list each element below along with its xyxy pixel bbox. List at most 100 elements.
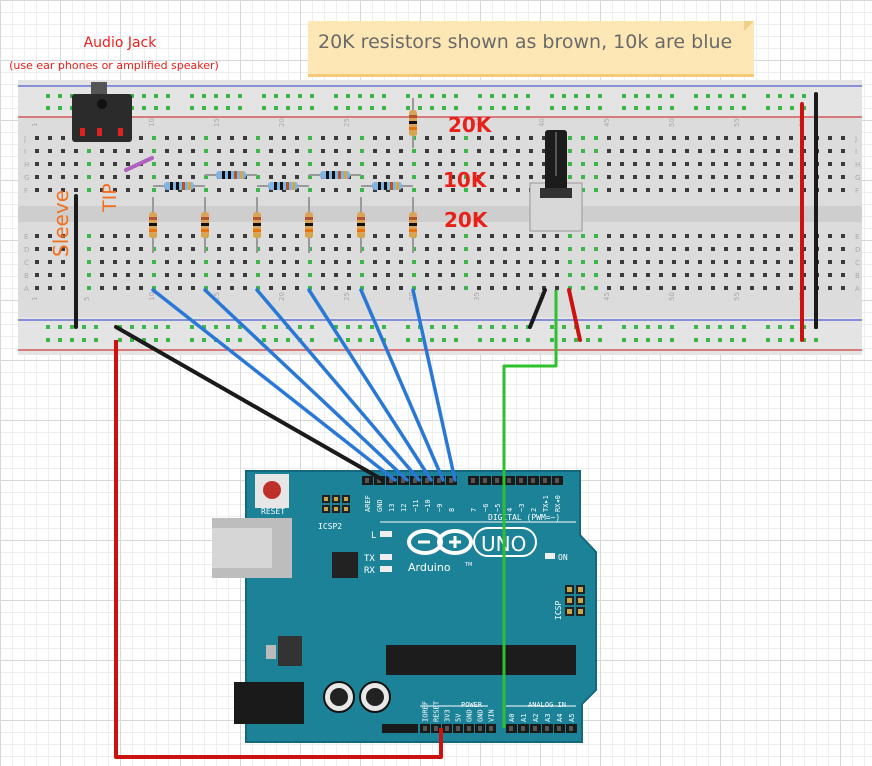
pin-label: A2 bbox=[532, 714, 540, 722]
breadboard-hole bbox=[763, 136, 767, 140]
breadboard-hole bbox=[217, 162, 221, 166]
rail-hole bbox=[286, 94, 290, 98]
breadboard-hole bbox=[542, 175, 546, 179]
breadboard-hole bbox=[685, 234, 689, 238]
breadboard-hole bbox=[659, 136, 663, 140]
breadboard-hole bbox=[48, 175, 52, 179]
breadboard-hole bbox=[269, 175, 273, 179]
breadboard-hole bbox=[750, 234, 754, 238]
row-letter: C bbox=[24, 259, 29, 267]
breadboard-hole bbox=[828, 247, 832, 251]
breadboard-hole bbox=[217, 247, 221, 251]
breadboard-hole bbox=[750, 162, 754, 166]
breadboard-hole bbox=[763, 273, 767, 277]
resistor-label-10k: 10K bbox=[443, 168, 488, 192]
rail-hole bbox=[130, 94, 134, 98]
breadboard-hole bbox=[61, 175, 65, 179]
rail-hole bbox=[382, 94, 386, 98]
breadboard: 1155101015152020252530303535404045455050… bbox=[18, 80, 862, 355]
breadboard-hole bbox=[412, 188, 416, 192]
rail-hole bbox=[310, 94, 314, 98]
breadboard-hole bbox=[87, 273, 91, 277]
breadboard-hole bbox=[334, 162, 338, 166]
breadboard-hole bbox=[386, 234, 390, 238]
breadboard-hole bbox=[529, 260, 533, 264]
breadboard-hole bbox=[165, 234, 169, 238]
breadboard-hole bbox=[737, 247, 741, 251]
breadboard-hole bbox=[61, 247, 65, 251]
rail-hole bbox=[406, 338, 410, 342]
breadboard-hole bbox=[646, 136, 650, 140]
resistor-label-20k-top: 20K bbox=[448, 113, 493, 137]
breadboard-hole bbox=[633, 286, 637, 290]
rail-hole bbox=[190, 106, 194, 110]
breadboard-hole bbox=[841, 286, 845, 290]
breadboard-hole bbox=[87, 188, 91, 192]
breadboard-hole bbox=[698, 175, 702, 179]
pin-label: GND bbox=[466, 709, 474, 722]
breadboard-hole bbox=[620, 234, 624, 238]
breadboard-hole bbox=[399, 286, 403, 290]
breadboard-hole bbox=[581, 260, 585, 264]
breadboard-hole bbox=[191, 234, 195, 238]
breadboard-hole bbox=[620, 162, 624, 166]
breadboard-hole bbox=[776, 188, 780, 192]
rail-hole bbox=[58, 106, 62, 110]
rail-hole bbox=[202, 325, 206, 329]
breadboard-hole bbox=[828, 188, 832, 192]
rail-hole bbox=[202, 106, 206, 110]
breadboard-hole bbox=[490, 188, 494, 192]
resistor-ladder bbox=[149, 98, 417, 253]
breadboard-hole bbox=[243, 136, 247, 140]
breadboard-hole bbox=[620, 260, 624, 264]
breadboard-hole bbox=[516, 273, 520, 277]
breadboard-hole bbox=[659, 149, 663, 153]
breadboard-hole bbox=[646, 188, 650, 192]
breadboard-hole bbox=[841, 273, 845, 277]
breadboard-hole bbox=[48, 286, 52, 290]
breadboard-hole bbox=[152, 175, 156, 179]
breadboard-hole bbox=[633, 162, 637, 166]
rail-hole bbox=[358, 94, 362, 98]
breadboard-hole bbox=[724, 136, 728, 140]
rail-hole bbox=[742, 338, 746, 342]
breadboard-hole bbox=[529, 136, 533, 140]
breadboard-hole bbox=[646, 260, 650, 264]
pin-label: RX◂0 bbox=[554, 495, 562, 512]
breadboard-hole bbox=[178, 260, 182, 264]
breadboard-hole bbox=[503, 247, 507, 251]
rail-hole bbox=[562, 325, 566, 329]
breadboard-hole bbox=[126, 273, 130, 277]
breadboard-hole bbox=[828, 260, 832, 264]
breadboard-hole bbox=[74, 162, 78, 166]
note-text: 20K resistors shown as brown, 10k are bl… bbox=[318, 31, 733, 53]
pin-label: ~3 bbox=[518, 504, 526, 512]
breadboard-hole bbox=[35, 162, 39, 166]
breadboard-hole bbox=[48, 234, 52, 238]
rail-hole bbox=[358, 325, 362, 329]
breadboard-hole bbox=[776, 175, 780, 179]
breadboard-hole bbox=[35, 175, 39, 179]
breadboard-hole bbox=[685, 273, 689, 277]
breadboard-hole bbox=[295, 136, 299, 140]
pot-signal-wire-a0 bbox=[502, 290, 558, 728]
breadboard-hole bbox=[841, 136, 845, 140]
breadboard-hole bbox=[841, 234, 845, 238]
breadboard-hole bbox=[607, 234, 611, 238]
column-number: 30 bbox=[408, 292, 416, 301]
atmega16u2-chip bbox=[332, 552, 358, 578]
breadboard-hole bbox=[100, 273, 104, 277]
breadboard-hole bbox=[373, 149, 377, 153]
pin-label: 8 bbox=[448, 508, 456, 512]
breadboard-hole bbox=[61, 162, 65, 166]
breadboard-hole bbox=[685, 286, 689, 290]
breadboard-hole bbox=[295, 149, 299, 153]
rail-hole bbox=[166, 94, 170, 98]
rail-hole bbox=[574, 338, 578, 342]
row-letter: J bbox=[854, 135, 857, 143]
breadboard-hole bbox=[48, 273, 52, 277]
audio-jack-subtitle: (use ear phones or amplified speaker) bbox=[9, 59, 219, 72]
breadboard-hole bbox=[542, 273, 546, 277]
breadboard-hole bbox=[321, 188, 325, 192]
